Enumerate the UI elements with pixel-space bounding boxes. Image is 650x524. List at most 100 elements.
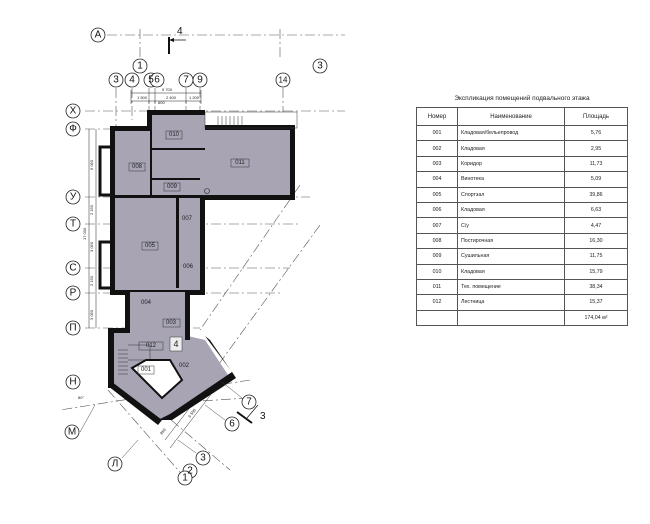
svg-text:Х: Х <box>70 106 77 117</box>
header-area: Площадь <box>564 107 628 126</box>
room-area: 4,47 <box>564 217 628 234</box>
header-name: Наименование <box>457 107 565 126</box>
svg-text:002: 002 <box>179 363 190 369</box>
room-number: 007 <box>416 217 458 234</box>
svg-text:3: 3 <box>260 411 266 422</box>
room-tags: 010 011 008 009 007 005 006 004 003 001 … <box>128 130 250 375</box>
axis-labels: А 1 3 3 4 5 6 7 9 14 Х Ф У Т С Р П Н М Л… <box>68 30 323 484</box>
room-number: 006 <box>416 201 458 219</box>
table-header-row: Номер Наименование Площадь <box>416 107 628 126</box>
svg-text:600: 600 <box>158 100 165 105</box>
svg-text:008: 008 <box>132 164 143 170</box>
svg-text:005: 005 <box>145 243 156 249</box>
svg-text:2 400: 2 400 <box>166 95 177 100</box>
room-name: Спортзал <box>457 186 565 203</box>
svg-text:010: 010 <box>169 132 180 138</box>
svg-text:Л: Л <box>112 459 119 470</box>
room-number: 001 <box>416 124 458 142</box>
svg-text:012: 012 <box>146 343 157 349</box>
svg-text:006: 006 <box>183 264 194 270</box>
svg-text:М: М <box>68 427 76 438</box>
room-name: Винотека <box>457 171 565 188</box>
room-number: 008 <box>416 232 458 250</box>
room-name: С/у <box>457 217 565 234</box>
room-area: 11,75 <box>564 248 628 265</box>
explication-title: Экспликация помещений подвального этажа <box>454 95 590 102</box>
svg-text:4: 4 <box>173 339 178 349</box>
svg-text:3: 3 <box>113 75 119 86</box>
svg-text:14: 14 <box>279 76 288 85</box>
room-area: 16,30 <box>564 232 628 250</box>
section-mark-4: 4 <box>168 26 186 54</box>
svg-text:5 700: 5 700 <box>162 87 173 92</box>
svg-text:У: У <box>70 192 77 203</box>
room-name: Сушильная <box>457 248 565 265</box>
svg-text:17 000: 17 000 <box>82 227 87 240</box>
svg-text:Ф: Ф <box>69 124 77 135</box>
svg-text:011: 011 <box>235 160 245 166</box>
room-area: 15,79 <box>564 263 628 280</box>
svg-text:80°: 80° <box>78 395 84 400</box>
svg-text:Т: Т <box>70 219 76 230</box>
room-area: 11,73 <box>564 155 628 173</box>
room-area: 5,09 <box>564 171 628 188</box>
room-name: Кладовая/бельепровод <box>457 124 565 142</box>
room-name: Постирочная <box>457 232 565 250</box>
svg-text:4: 4 <box>177 26 183 37</box>
room-name: Коридор <box>457 155 565 173</box>
header-number: Номер <box>416 107 458 126</box>
room-number: 012 <box>416 294 458 311</box>
axis-bubbles <box>64 27 328 486</box>
svg-text:1: 1 <box>182 473 188 484</box>
svg-text:9: 9 <box>197 75 203 86</box>
svg-text:7: 7 <box>246 397 252 408</box>
svg-text:001: 001 <box>141 367 152 373</box>
svg-text:3 050: 3 050 <box>89 309 94 320</box>
svg-text:3 050: 3 050 <box>89 241 94 252</box>
stair-entry <box>204 111 298 129</box>
svg-text:Н: Н <box>69 377 76 388</box>
room-name: Лестница <box>457 294 565 311</box>
svg-text:2 150: 2 150 <box>89 275 94 286</box>
section-mark-3: 3 <box>236 404 266 424</box>
room-area: 39,86 <box>564 186 628 203</box>
room-area: 5,76 <box>564 124 628 142</box>
svg-text:6 550: 6 550 <box>187 407 198 419</box>
svg-text:2: 2 <box>187 466 193 477</box>
svg-text:6: 6 <box>154 75 160 86</box>
table-total-row: 174,04 м² <box>416 309 628 327</box>
room-name: Кладовая <box>457 140 565 157</box>
room-number: 009 <box>416 248 458 265</box>
room-area: 2,95 <box>564 140 628 157</box>
dimension-chain-top <box>130 90 202 104</box>
svg-text:007: 007 <box>182 216 193 222</box>
total-area: 174,04 м² <box>564 309 628 327</box>
svg-text:1: 1 <box>137 61 143 72</box>
svg-text:5: 5 <box>148 75 154 86</box>
room-number: 011 <box>416 278 458 296</box>
room-area: 38,34 <box>564 278 628 296</box>
room-name: Кладовая <box>457 263 565 280</box>
svg-text:2 150: 2 150 <box>89 204 94 215</box>
dimension-chain-left <box>88 129 97 328</box>
room-area: 15,37 <box>564 294 628 311</box>
svg-text:003: 003 <box>166 320 177 326</box>
room-name: Тех. помещение <box>457 278 565 296</box>
svg-text:6 050: 6 050 <box>89 159 94 170</box>
room-number: 010 <box>416 263 458 280</box>
svg-text:1 500: 1 500 <box>137 95 148 100</box>
svg-text:009: 009 <box>167 184 178 190</box>
room-explication: Экспликация помещений подвального этажа … <box>416 95 628 327</box>
room-number: 005 <box>416 186 458 203</box>
svg-text:004: 004 <box>141 300 152 306</box>
